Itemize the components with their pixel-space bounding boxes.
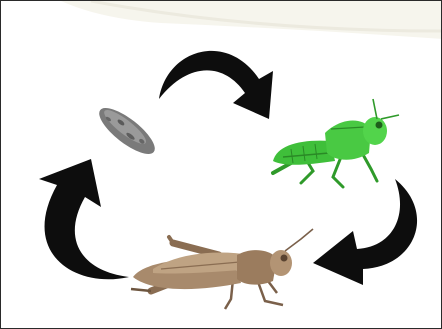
brown-grasshopper-adult-icon: [131, 229, 313, 309]
curved-arrow-icon: [39, 159, 129, 279]
egg-pod-icon: [93, 101, 161, 162]
curved-arrow-icon: [159, 51, 273, 119]
curved-arrow-icon: [313, 179, 417, 285]
watermark-band: [61, 1, 442, 39]
green-grasshopper-nymph-icon: [273, 99, 399, 187]
